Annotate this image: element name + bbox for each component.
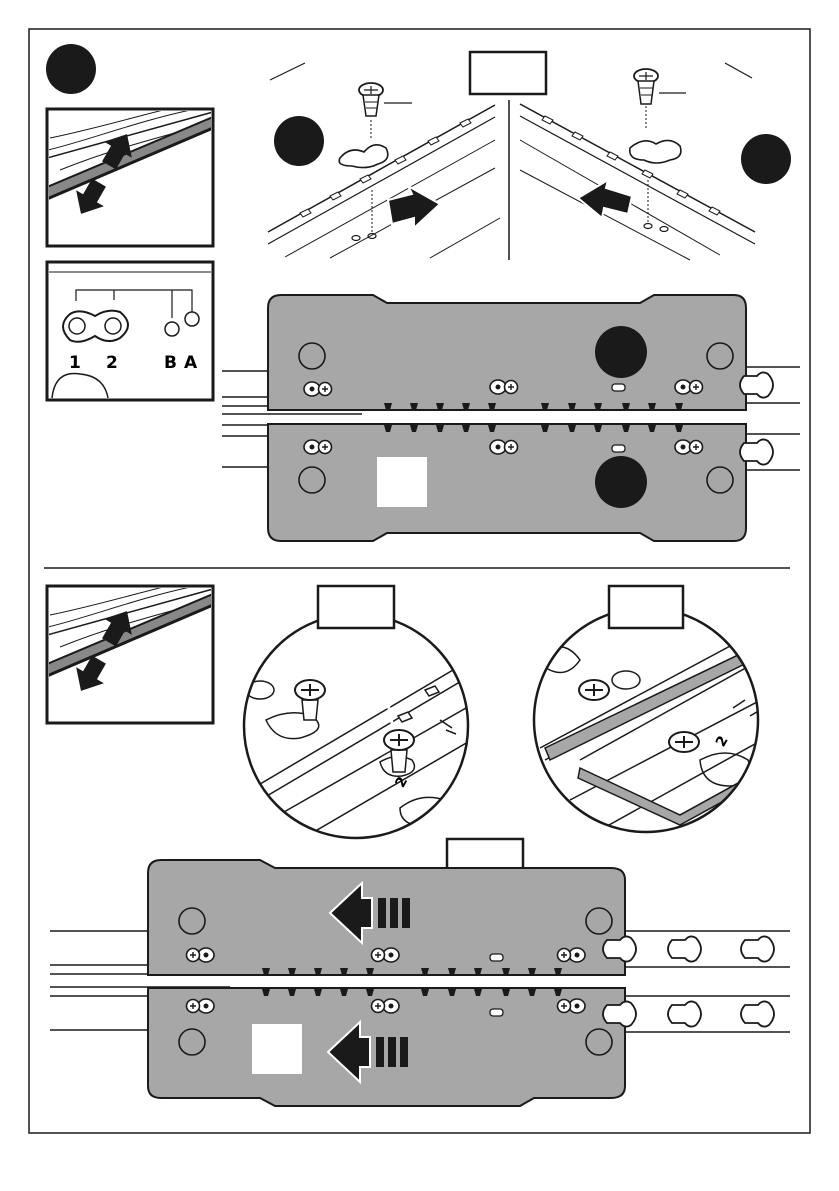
plan-view-top [222,295,800,541]
keyhole-slot-icon [603,1001,774,1026]
keyhole-slot-icon [603,936,774,961]
step-marker [46,44,96,94]
clamp-detail-panel [40,96,213,246]
label-box [470,52,546,94]
step-marker [595,456,647,508]
detail-circle-left: 2 [244,586,480,840]
hole-label-1: 1 [69,353,81,373]
step-marker [274,116,324,166]
screw-icon [634,69,686,128]
label-box [609,586,683,628]
push-arrow-icon [578,180,632,218]
detail-circle-right: 2 [534,586,780,832]
push-arrow-icon [388,186,440,228]
hole-legend-panel: 1 2 B A [47,262,213,400]
step-marker [595,326,647,378]
plan-view-bottom [50,839,790,1106]
label-box [318,586,394,628]
keyhole-slot-icon [740,439,773,464]
screw-icon [359,83,412,138]
hole-label-a: A [184,353,198,373]
screw-icon [669,732,699,752]
label-box [353,644,403,684]
hole-label-2: 2 [106,353,118,373]
clamp-detail-panel [40,573,213,723]
label-box [377,457,427,507]
hole-label-b: B [164,353,177,373]
perspective-view [268,52,791,260]
label-box [252,1024,302,1074]
screw-icon [579,680,609,700]
keyhole-slot-icon [740,372,773,397]
step-marker [741,134,791,184]
